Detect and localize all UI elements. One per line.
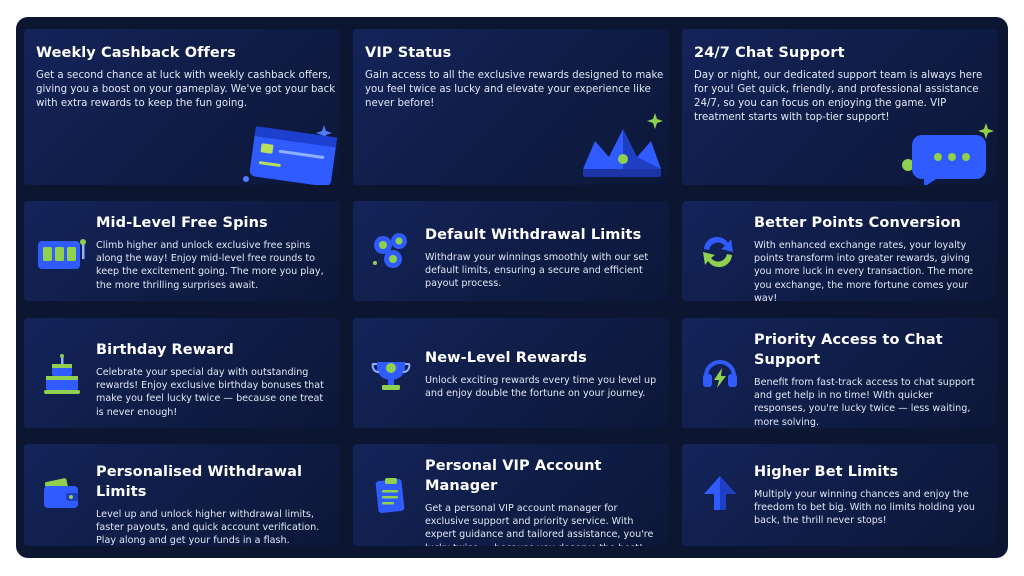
card-weekly-cashback: Weekly Cashback Offers Get a second chan… bbox=[24, 29, 340, 185]
card-description: Gain access to all the exclusive rewards… bbox=[365, 70, 664, 109]
card-title: Mid-Level Free Spins bbox=[96, 215, 268, 231]
card-title: Higher Bet Limits bbox=[754, 464, 899, 480]
card-title: Default Withdrawal Limits bbox=[425, 227, 642, 243]
card-title: New-Level Rewards bbox=[425, 350, 587, 366]
trophy-icon bbox=[371, 356, 411, 392]
card-title: Better Points Conversion bbox=[754, 215, 961, 231]
card-chat-support: 24/7 Chat Support Day or night, our dedi… bbox=[682, 29, 998, 185]
card-new-level-rewards: New-Level Rewards Unlock exciting reward… bbox=[353, 318, 669, 428]
wallet-icon bbox=[42, 476, 82, 512]
coins-icon bbox=[369, 229, 413, 273]
birthday-cake-icon bbox=[42, 354, 82, 396]
slot-machine-icon bbox=[36, 235, 86, 273]
card-description: With enhanced exchange rates, your loyal… bbox=[754, 240, 974, 301]
card-title: Priority Access to Chat Support bbox=[754, 332, 943, 368]
crown-icon bbox=[577, 111, 669, 183]
card-title: VIP Status bbox=[365, 45, 452, 61]
card-description: Multiply your winning chances and enjoy … bbox=[754, 489, 975, 527]
card-vip-status: VIP Status Gain access to all the exclus… bbox=[353, 29, 669, 185]
card-description: Climb higher and unlock exclusive free s… bbox=[96, 240, 324, 291]
headset-icon bbox=[700, 354, 740, 392]
card-description: Unlock exciting rewards every time you l… bbox=[425, 375, 657, 400]
card-title: Birthday Reward bbox=[96, 342, 234, 358]
card-mid-level-free-spins: Mid-Level Free Spins Climb higher and un… bbox=[24, 201, 340, 301]
clipboard-icon bbox=[373, 476, 409, 516]
card-higher-bet-limits: Higher Bet Limits Multiply your winning … bbox=[682, 444, 998, 546]
card-birthday-reward: Birthday Reward Celebrate your special d… bbox=[24, 318, 340, 428]
card-priority-chat-access: Priority Access to Chat Support Benefit … bbox=[682, 318, 998, 428]
card-title: Weekly Cashback Offers bbox=[36, 45, 236, 61]
card-description: Withdraw your winnings smoothly with our… bbox=[425, 252, 649, 290]
arrow-up-icon bbox=[702, 474, 738, 514]
card-title: 24/7 Chat Support bbox=[694, 45, 845, 61]
card-description: Get a personal VIP account manager for e… bbox=[425, 503, 654, 546]
credit-card-icon bbox=[238, 115, 340, 185]
card-description: Celebrate your special day with outstand… bbox=[96, 367, 324, 418]
benefits-panel: Weekly Cashback Offers Get a second chan… bbox=[16, 17, 1008, 558]
card-description: Day or night, our dedicated support team… bbox=[694, 70, 983, 123]
card-better-points-conversion: Better Points Conversion With enhanced e… bbox=[682, 201, 998, 301]
exchange-arrows-icon bbox=[698, 235, 738, 269]
card-personalised-withdrawal-limits: Personalised Withdrawal Limits Level up … bbox=[24, 444, 340, 546]
card-personal-vip-manager: Personal VIP Account Manager Get a perso… bbox=[353, 444, 669, 546]
card-description: Benefit from fast-track access to chat s… bbox=[754, 377, 975, 428]
card-title: Personal VIP Account Manager bbox=[425, 458, 602, 494]
card-title: Personalised Withdrawal Limits bbox=[96, 464, 303, 500]
card-default-withdrawal-limits: Default Withdrawal Limits Withdraw your … bbox=[353, 201, 669, 301]
card-description: Get a second chance at luck with weekly … bbox=[36, 70, 336, 109]
card-description: Level up and unlock higher withdrawal li… bbox=[96, 509, 320, 546]
chat-bubble-icon bbox=[898, 121, 998, 185]
